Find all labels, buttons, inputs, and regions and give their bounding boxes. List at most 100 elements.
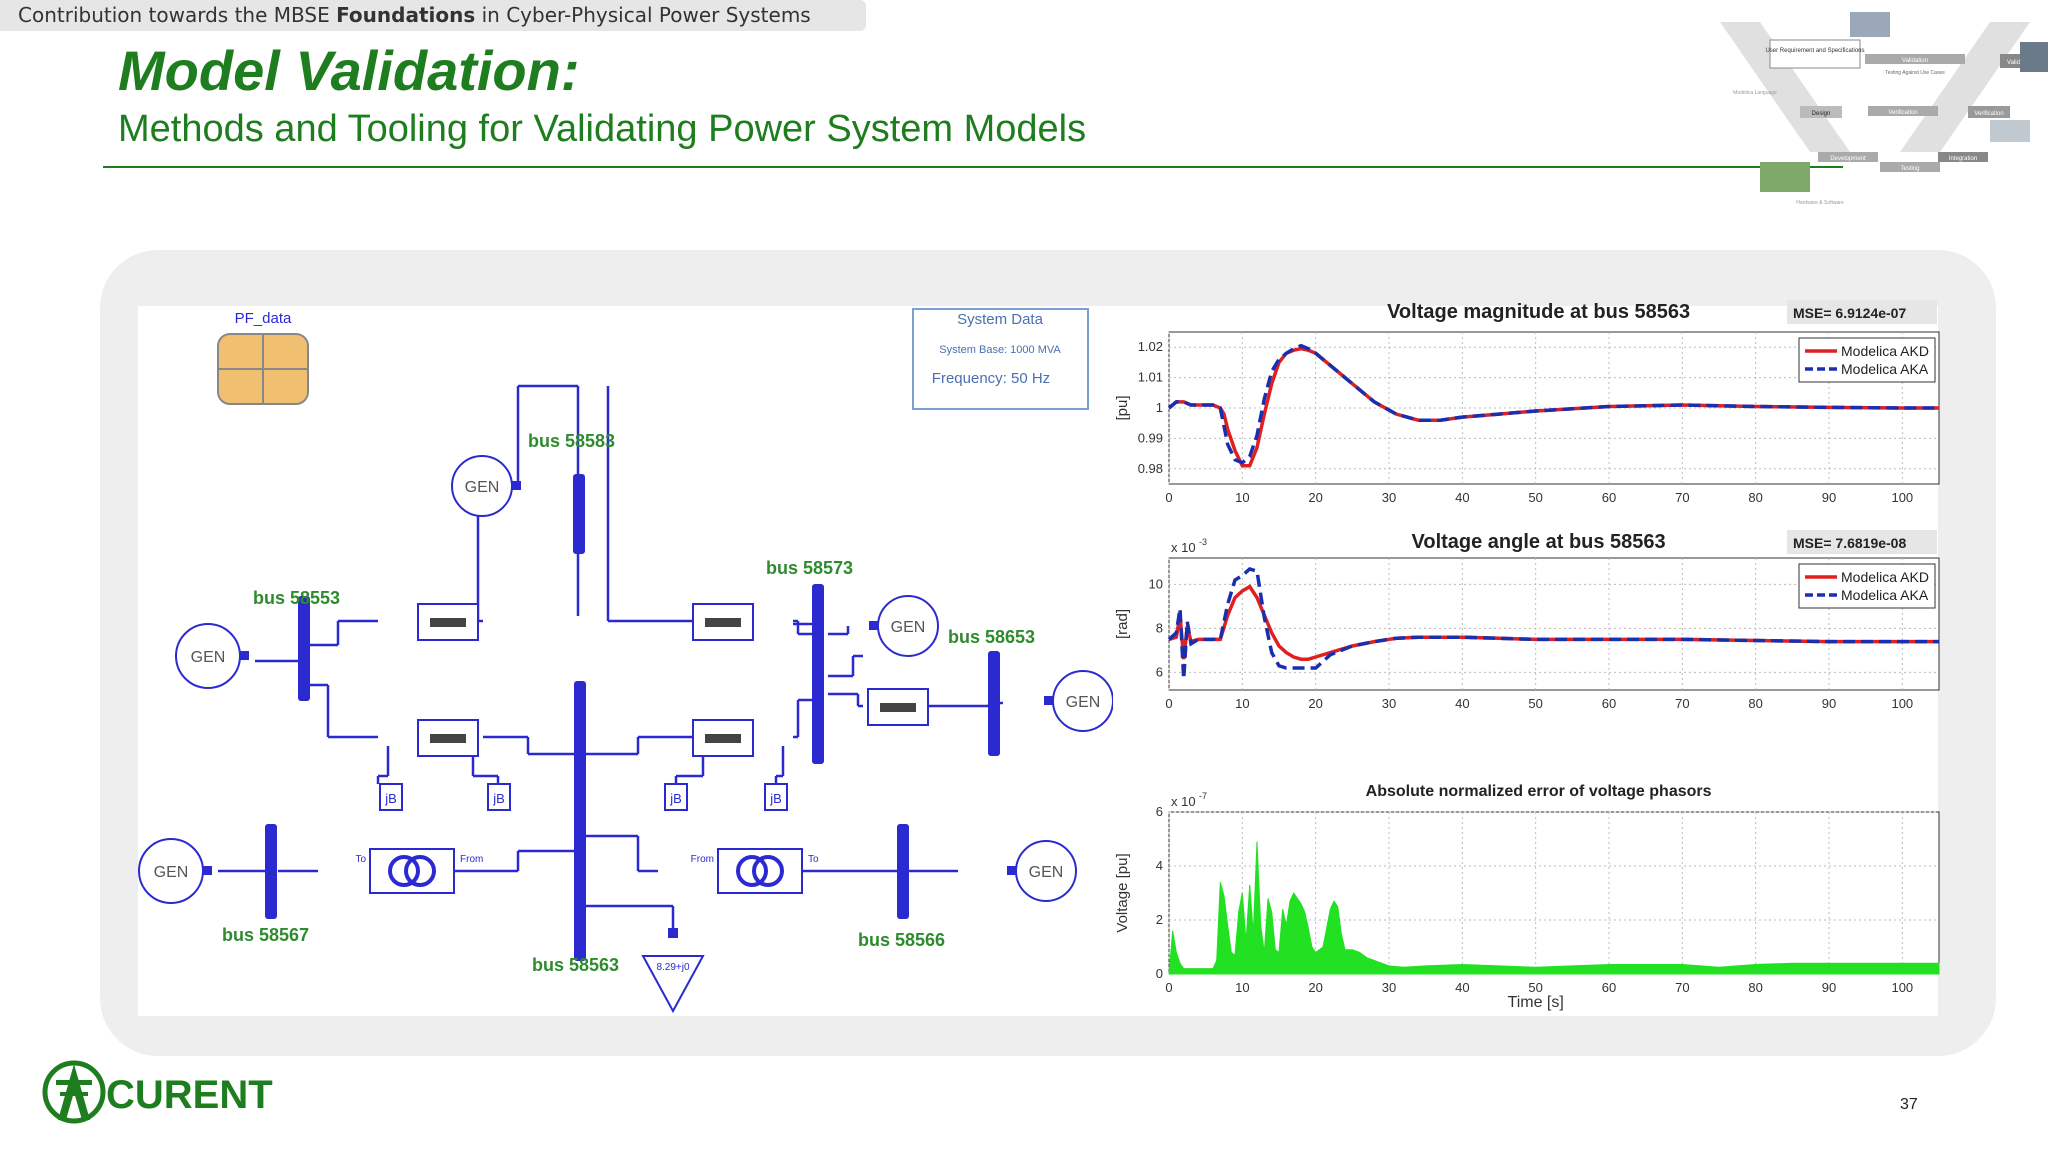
- line-5: [867, 688, 929, 726]
- svg-text:GEN: GEN: [465, 479, 500, 496]
- modelica-schematic: jB jB jB jB To From From To GEN GEN GEN …: [138, 308, 1113, 1014]
- curent-logo: CURENT: [42, 1060, 273, 1124]
- legend-box: [1798, 563, 1936, 609]
- x-tick-label: 100: [1891, 980, 1913, 995]
- v-label-design: Design: [1812, 111, 1831, 117]
- svg-text:GEN: GEN: [1066, 694, 1101, 711]
- slide-title: Model Validation:: [118, 39, 580, 102]
- mse-label: MSE= 6.9124e-07: [1793, 305, 1906, 321]
- buses: [265, 474, 1000, 961]
- gen-58653: GEN: [1044, 670, 1113, 732]
- v-photo-board: [1760, 162, 1810, 192]
- system-data-base: System Base: 1000 MVA: [939, 344, 1061, 356]
- x-tick-label: 30: [1382, 696, 1396, 711]
- generators: GEN GEN GEN GEN GEN GEN: [138, 455, 1113, 904]
- svg-text:jB: jB: [492, 791, 505, 806]
- line-2: [692, 603, 754, 641]
- svg-text:jB: jB: [669, 791, 682, 806]
- v-right-arm: [1900, 22, 2030, 152]
- y-axis-label: Voltage [pu]: [1114, 853, 1131, 932]
- v-label-testing: Testing: [1900, 166, 1919, 172]
- v-box-validation: [1865, 54, 1965, 64]
- x-tick-label: 0: [1165, 696, 1172, 711]
- chart-title: Voltage angle at bus 58563: [1412, 531, 1666, 553]
- svg-text:jB: jB: [384, 791, 397, 806]
- gen-58566: GEN: [1007, 840, 1077, 902]
- v-label-validation: Validation: [1902, 58, 1928, 64]
- v-label-hwsw: Hardware & Software: [1796, 200, 1844, 206]
- v-box-testing: [1880, 162, 1940, 172]
- x-tick-label: 20: [1308, 696, 1322, 711]
- mse-box: [1787, 300, 1937, 324]
- y-tick-label: 1.02: [1138, 339, 1163, 354]
- shunt-3: jB: [664, 783, 688, 811]
- v-box-integration: [1938, 152, 1988, 162]
- page-number: 37: [1900, 1096, 1918, 1113]
- x-tick-label: 10: [1235, 980, 1249, 995]
- y-tick-label: 6: [1156, 804, 1163, 819]
- svg-text:To: To: [355, 854, 366, 865]
- x-tick-label: 100: [1891, 696, 1913, 711]
- bus-label: bus 58653: [948, 627, 1035, 647]
- v-box-requirements: [1769, 39, 1861, 69]
- bus-label: bus 58567: [222, 925, 309, 945]
- pf-data-block: PF_data: [217, 310, 309, 405]
- y-tick-label: 1: [1156, 400, 1163, 415]
- bus-label: bus 58573: [766, 558, 853, 578]
- legend-label: Modelica AKD: [1841, 569, 1929, 585]
- v-label-modelica: Modelica Language: [1733, 90, 1777, 96]
- system-data-box: System Data System Base: 1000 MVA Freque…: [912, 308, 1089, 410]
- x-tick-label: 70: [1675, 696, 1689, 711]
- x-tick-label: 60: [1602, 980, 1616, 995]
- y-scale-exponent: -7: [1199, 791, 1207, 801]
- svg-text:GEN: GEN: [891, 619, 926, 636]
- v-label-integration: Integration: [1949, 156, 1977, 162]
- y-tick-label: 10: [1149, 576, 1163, 591]
- bus-bar-58573: [812, 584, 824, 764]
- x-tick-label: 30: [1382, 980, 1396, 995]
- gen-58567: GEN: [138, 838, 212, 904]
- legend-label: Modelica AKD: [1841, 343, 1929, 359]
- svg-text:GEN: GEN: [191, 649, 226, 666]
- v-label-verification-r: Verification: [1974, 111, 2003, 117]
- bus-bar-58583: [573, 474, 585, 554]
- bus-bar-58563: [574, 681, 586, 961]
- y-scale-label: x 10: [1171, 794, 1196, 809]
- bus-labels: bus 58583 bus 58553 bus 58573 bus 58653 …: [222, 431, 1035, 975]
- svg-text:To: To: [808, 854, 819, 865]
- mse-box: [1787, 530, 1937, 554]
- x-tick-label: 90: [1822, 490, 1836, 505]
- v-label-usecases: Testing Against Use Cases: [1885, 70, 1945, 76]
- bus-label: bus 58566: [858, 930, 945, 950]
- x-tick-label: 0: [1165, 490, 1172, 505]
- shunt-elements: jB jB jB jB: [379, 783, 788, 811]
- v-photo-equipment: [1990, 120, 2030, 142]
- x-tick-label: 40: [1455, 490, 1469, 505]
- x-tick-label: 50: [1528, 490, 1542, 505]
- x-tick-label: 50: [1528, 980, 1542, 995]
- header-prefix: Contribution towards the MBSE: [18, 3, 337, 27]
- series-line-2: [1167, 567, 1939, 680]
- x-tick-label: 0: [1165, 980, 1172, 995]
- x-tick-label: 10: [1235, 696, 1249, 711]
- header-bar: Contribution towards the MBSE Foundation…: [0, 0, 866, 31]
- chart-title: Absolute normalized error of voltage pha…: [1366, 783, 1712, 800]
- gen-58583: GEN: [451, 455, 521, 517]
- mse-label: MSE= 7.6819e-08: [1793, 535, 1906, 551]
- y-tick-label: 6: [1156, 664, 1163, 679]
- x-tick-label: 80: [1748, 490, 1762, 505]
- x-tick-label: 70: [1675, 490, 1689, 505]
- header-suffix: in Cyber-Physical Power Systems: [475, 3, 811, 27]
- schematic-wires: [218, 384, 1003, 934]
- logo-text: CURENT: [106, 1073, 273, 1117]
- x-tick-label: 90: [1822, 696, 1836, 711]
- x-tick-label: 90: [1822, 980, 1836, 995]
- x-tick-label: 20: [1308, 490, 1322, 505]
- y-tick-label: 0: [1156, 966, 1163, 981]
- v-photo-lab: [2020, 42, 2048, 72]
- x-tick-label: 40: [1455, 696, 1469, 711]
- x-tick-label: 30: [1382, 490, 1396, 505]
- v-box-verification: [1868, 106, 1938, 116]
